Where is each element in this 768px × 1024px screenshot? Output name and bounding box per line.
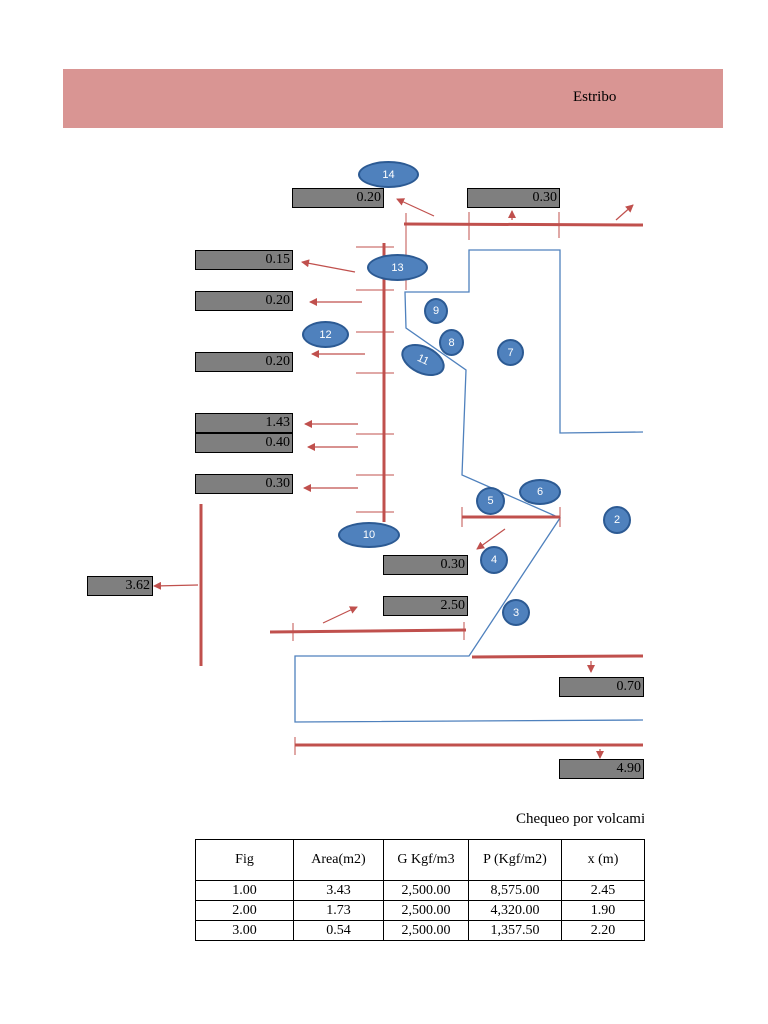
table-row: 3.00 0.54 2,500.00 1,357.50 2.20 xyxy=(195,920,645,941)
figure-bubble-5: 5 xyxy=(476,487,505,515)
abutment-outline xyxy=(294,249,644,723)
table-cell: 4,320.00 xyxy=(468,900,562,921)
column-header-fig: Fig xyxy=(195,839,294,881)
column-header-x: x (m) xyxy=(561,839,645,881)
table-cell: 3.00 xyxy=(195,920,294,941)
dimension-arrows xyxy=(153,198,634,759)
figure-bubble-3: 3 xyxy=(502,599,530,626)
dimension-box-top-left: 0.20 xyxy=(292,188,384,208)
dimension-box-top-right: 0.30 xyxy=(467,188,560,208)
header-title: Estribo xyxy=(573,89,617,105)
figure-bubble-7: 7 xyxy=(497,339,524,366)
table-cell: 1.90 xyxy=(561,900,645,921)
table-cell: 2,500.00 xyxy=(383,920,469,941)
dimension-box-143: 1.43 xyxy=(195,413,293,433)
figure-bubble-6: 6 xyxy=(519,479,561,505)
figure-bubble-4: 4 xyxy=(480,546,508,574)
table-row: 1.00 3.43 2,500.00 8,575.00 2.45 xyxy=(195,880,645,901)
dimension-box-015: 0.15 xyxy=(195,250,293,270)
column-header-p: P (Kgf/m2) xyxy=(468,839,562,881)
figure-bubble-9: 9 xyxy=(424,298,448,324)
table-cell: 1.00 xyxy=(195,880,294,901)
dimension-box-362: 3.62 xyxy=(87,576,153,596)
table-cell: 2,500.00 xyxy=(383,900,469,921)
figure-bubble-2: 2 xyxy=(603,506,631,534)
dimension-box-040: 0.40 xyxy=(195,433,293,453)
table-cell: 1.73 xyxy=(293,900,384,921)
dimension-box-070: 0.70 xyxy=(559,677,644,697)
figure-bubble-10: 10 xyxy=(338,522,400,548)
table-cell: 2.20 xyxy=(561,920,645,941)
figure-bubble-8: 8 xyxy=(439,329,464,356)
header-band: Estribo xyxy=(63,69,723,128)
dimension-box-030-mid: 0.30 xyxy=(383,555,468,575)
dimension-box-020a: 0.20 xyxy=(195,291,293,311)
table-cell: 1,357.50 xyxy=(468,920,562,941)
table-cell: 2,500.00 xyxy=(383,880,469,901)
dimension-box-020b: 0.20 xyxy=(195,352,293,372)
figure-bubble-13: 13 xyxy=(367,254,428,281)
table-cell: 8,575.00 xyxy=(468,880,562,901)
dimension-lines xyxy=(199,212,644,755)
table-cell: 2.00 xyxy=(195,900,294,921)
dimension-box-250: 2.50 xyxy=(383,596,468,616)
table-cell: 2.45 xyxy=(561,880,645,901)
dimension-box-030-left: 0.30 xyxy=(195,474,293,494)
table-cell: 0.54 xyxy=(293,920,384,941)
overturning-table: Fig Area(m2) G Kgf/m3 P (Kgf/m2) x (m) 1… xyxy=(195,839,645,941)
table-header-row: Fig Area(m2) G Kgf/m3 P (Kgf/m2) x (m) xyxy=(195,839,645,881)
dimension-box-490: 4.90 xyxy=(559,759,644,779)
column-header-area: Area(m2) xyxy=(293,839,384,881)
figure-bubble-12: 12 xyxy=(302,321,349,348)
figure-bubble-14: 14 xyxy=(358,161,419,188)
table-cell: 3.43 xyxy=(293,880,384,901)
table-row: 2.00 1.73 2,500.00 4,320.00 1.90 xyxy=(195,900,645,921)
overturning-check-caption: Chequeo por volcami xyxy=(516,811,644,827)
column-header-g: G Kgf/m3 xyxy=(383,839,469,881)
